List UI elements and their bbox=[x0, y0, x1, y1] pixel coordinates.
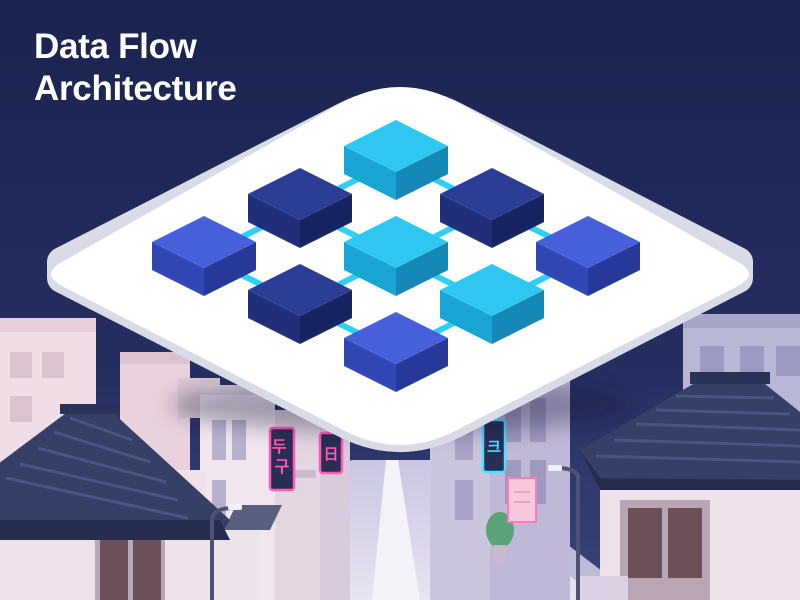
lamp-head-left bbox=[228, 504, 242, 510]
diagram-node-n6 bbox=[536, 216, 640, 296]
neon-sign-3-text: 크 bbox=[487, 438, 501, 456]
neon-sign-1: 두 구 bbox=[268, 426, 296, 492]
diagram-nodes bbox=[152, 120, 640, 392]
diagram-node-n2 bbox=[248, 168, 352, 248]
pink-signboard bbox=[507, 477, 537, 523]
neon-sign-2-text: 日 bbox=[323, 445, 338, 463]
diagram-node-n7 bbox=[248, 264, 352, 344]
page-title: Data Flow Architecture bbox=[34, 26, 237, 110]
lamp-head-right bbox=[548, 465, 562, 471]
title-line-2: Architecture bbox=[34, 69, 237, 108]
diagram-node-n3 bbox=[440, 168, 544, 248]
diagram-node-n5 bbox=[344, 216, 448, 296]
right-traditional-house bbox=[580, 372, 800, 600]
neon-sign-2: 日 bbox=[318, 431, 344, 475]
diagram-node-n4 bbox=[152, 216, 256, 296]
neon-sign-1-text: 두 구 bbox=[272, 437, 292, 476]
diagram-node-n8 bbox=[440, 264, 544, 344]
diagram-node-n1 bbox=[344, 120, 448, 200]
left-traditional-house bbox=[0, 404, 230, 600]
title-line-1: Data Flow bbox=[34, 27, 197, 66]
diagram-node-n9 bbox=[344, 312, 448, 392]
